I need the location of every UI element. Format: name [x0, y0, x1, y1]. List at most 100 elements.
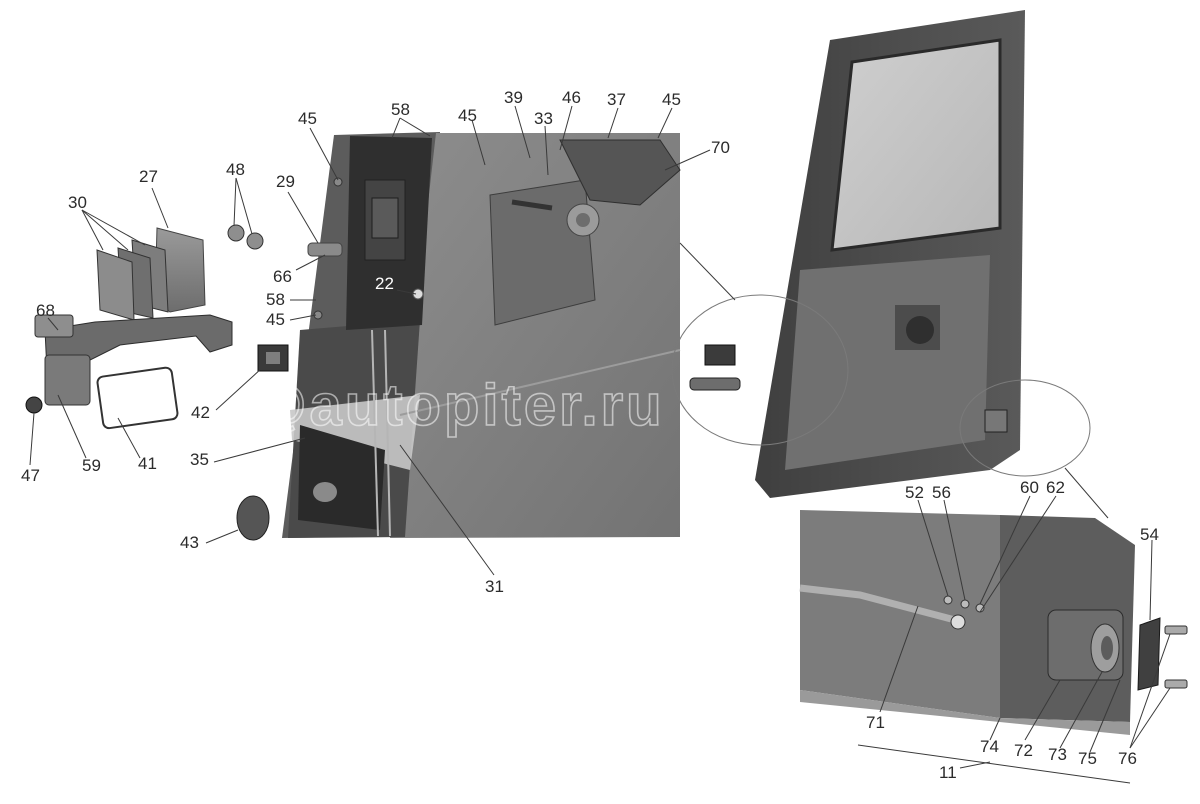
- leader-30c: [81, 209, 146, 246]
- callout-45b: 45: [458, 106, 477, 125]
- callout-31: 31: [485, 577, 504, 596]
- callout-68: 68: [36, 301, 55, 320]
- bolt-76b: [1164, 679, 1188, 689]
- callout-75: 75: [1078, 749, 1097, 768]
- vertical-rod-a: [371, 329, 379, 537]
- lock-mechanism: [371, 197, 399, 239]
- leader-41: [117, 417, 141, 459]
- leader-30b: [81, 209, 129, 251]
- hinge-detail-panel: [800, 510, 1000, 718]
- callout-45d: 45: [266, 310, 285, 329]
- callout-22: 22: [375, 274, 394, 293]
- callout-48: 48: [226, 160, 245, 179]
- inner-handle-boss-core: [576, 213, 590, 227]
- leader-33: [544, 125, 549, 176]
- door-window-glass: [830, 38, 1002, 252]
- callout-29: 29: [276, 172, 295, 191]
- door-inner-panel: [390, 133, 680, 538]
- door-lock-small: [704, 344, 736, 366]
- leader-71: [879, 605, 919, 713]
- callout-11: 11: [939, 763, 957, 782]
- leader-22: [396, 289, 417, 295]
- leader-31: [399, 444, 495, 576]
- callout-74: 74: [980, 737, 999, 756]
- leader-52: [917, 499, 949, 597]
- door-lower-inner-panel: [785, 255, 990, 470]
- callout-56: 56: [932, 483, 951, 502]
- handle-bracket-68: [34, 314, 74, 338]
- screws-48: [227, 224, 264, 250]
- fastener-22: [412, 288, 424, 300]
- callout-30: 30: [68, 193, 87, 212]
- detail-ellipse-hinge: [959, 379, 1091, 477]
- callout-62: 62: [1046, 478, 1065, 497]
- door-round-hole: [906, 316, 934, 344]
- leader-39: [514, 105, 531, 159]
- detail-link-upper: [679, 242, 736, 301]
- upper-handle-housing: [559, 139, 681, 206]
- leader-54: [1149, 539, 1153, 621]
- leader-47: [29, 412, 35, 466]
- fastener-45-upper: [333, 177, 343, 187]
- callout-43: 43: [180, 533, 199, 552]
- leader-68: [47, 317, 59, 331]
- leader-29: [287, 191, 319, 244]
- leader-48a: [233, 177, 237, 227]
- callout-37: 37: [607, 90, 626, 109]
- callout-58b: 58: [266, 290, 285, 309]
- callout-42: 42: [191, 403, 210, 422]
- leader-56: [943, 499, 966, 601]
- leader-73: [1059, 671, 1103, 749]
- leader-74: [989, 717, 1001, 741]
- gasket-stack-30: [96, 239, 169, 321]
- bolt-76a: [1164, 625, 1188, 635]
- leader-30a: [81, 209, 104, 251]
- leader-42: [215, 367, 263, 411]
- bolt-66: [307, 242, 343, 257]
- callout-54: 54: [1140, 525, 1159, 544]
- callout-35: 35: [190, 450, 209, 469]
- exploded-handle-parts: [25, 224, 289, 541]
- door-hinge-small: [984, 409, 1008, 433]
- leader-48b: [235, 177, 253, 235]
- leader-59: [57, 394, 87, 459]
- leader-60: [979, 495, 1031, 605]
- hinge-detail: [799, 510, 1188, 735]
- screw-48b: [246, 232, 264, 250]
- callout-45c: 45: [662, 90, 681, 109]
- leader-76b: [1129, 687, 1171, 749]
- leader-45c: [657, 107, 673, 139]
- lower-black-pad: [298, 425, 385, 530]
- leader-35: [213, 437, 306, 463]
- door-handle-small: [689, 377, 741, 391]
- callout-70: 70: [711, 138, 730, 157]
- callout-73: 73: [1048, 745, 1067, 764]
- callout-27: 27: [139, 167, 158, 186]
- hinge-boss-core: [1101, 636, 1113, 660]
- hinge-detail-sill: [800, 690, 1130, 735]
- screw-48a: [227, 224, 245, 242]
- pad-hole: [313, 482, 337, 502]
- leader-75: [1089, 679, 1121, 753]
- leader-58a1: [391, 117, 401, 139]
- plug-43: [236, 495, 270, 541]
- door-assembly-view: [689, 10, 1025, 498]
- leader-46: [559, 105, 573, 151]
- handle-lock-body-59: [44, 354, 91, 406]
- callout-41: 41: [138, 454, 157, 473]
- leader-72: [1024, 679, 1061, 741]
- leader-58a2: [399, 117, 431, 137]
- callout-60: 60: [1020, 478, 1039, 497]
- lock-rod: [511, 199, 553, 211]
- hinge-rod-end: [950, 614, 966, 630]
- callout-66: 66: [273, 267, 292, 286]
- hinge-rod-71: [799, 584, 956, 624]
- leader-37: [607, 107, 619, 139]
- gasket-30a: [96, 249, 135, 321]
- detail-ellipse-lock: [671, 294, 849, 446]
- leader-lines: [29, 105, 1171, 784]
- watermark: @autopiter.ru: [250, 373, 665, 438]
- cap-47: [25, 396, 43, 414]
